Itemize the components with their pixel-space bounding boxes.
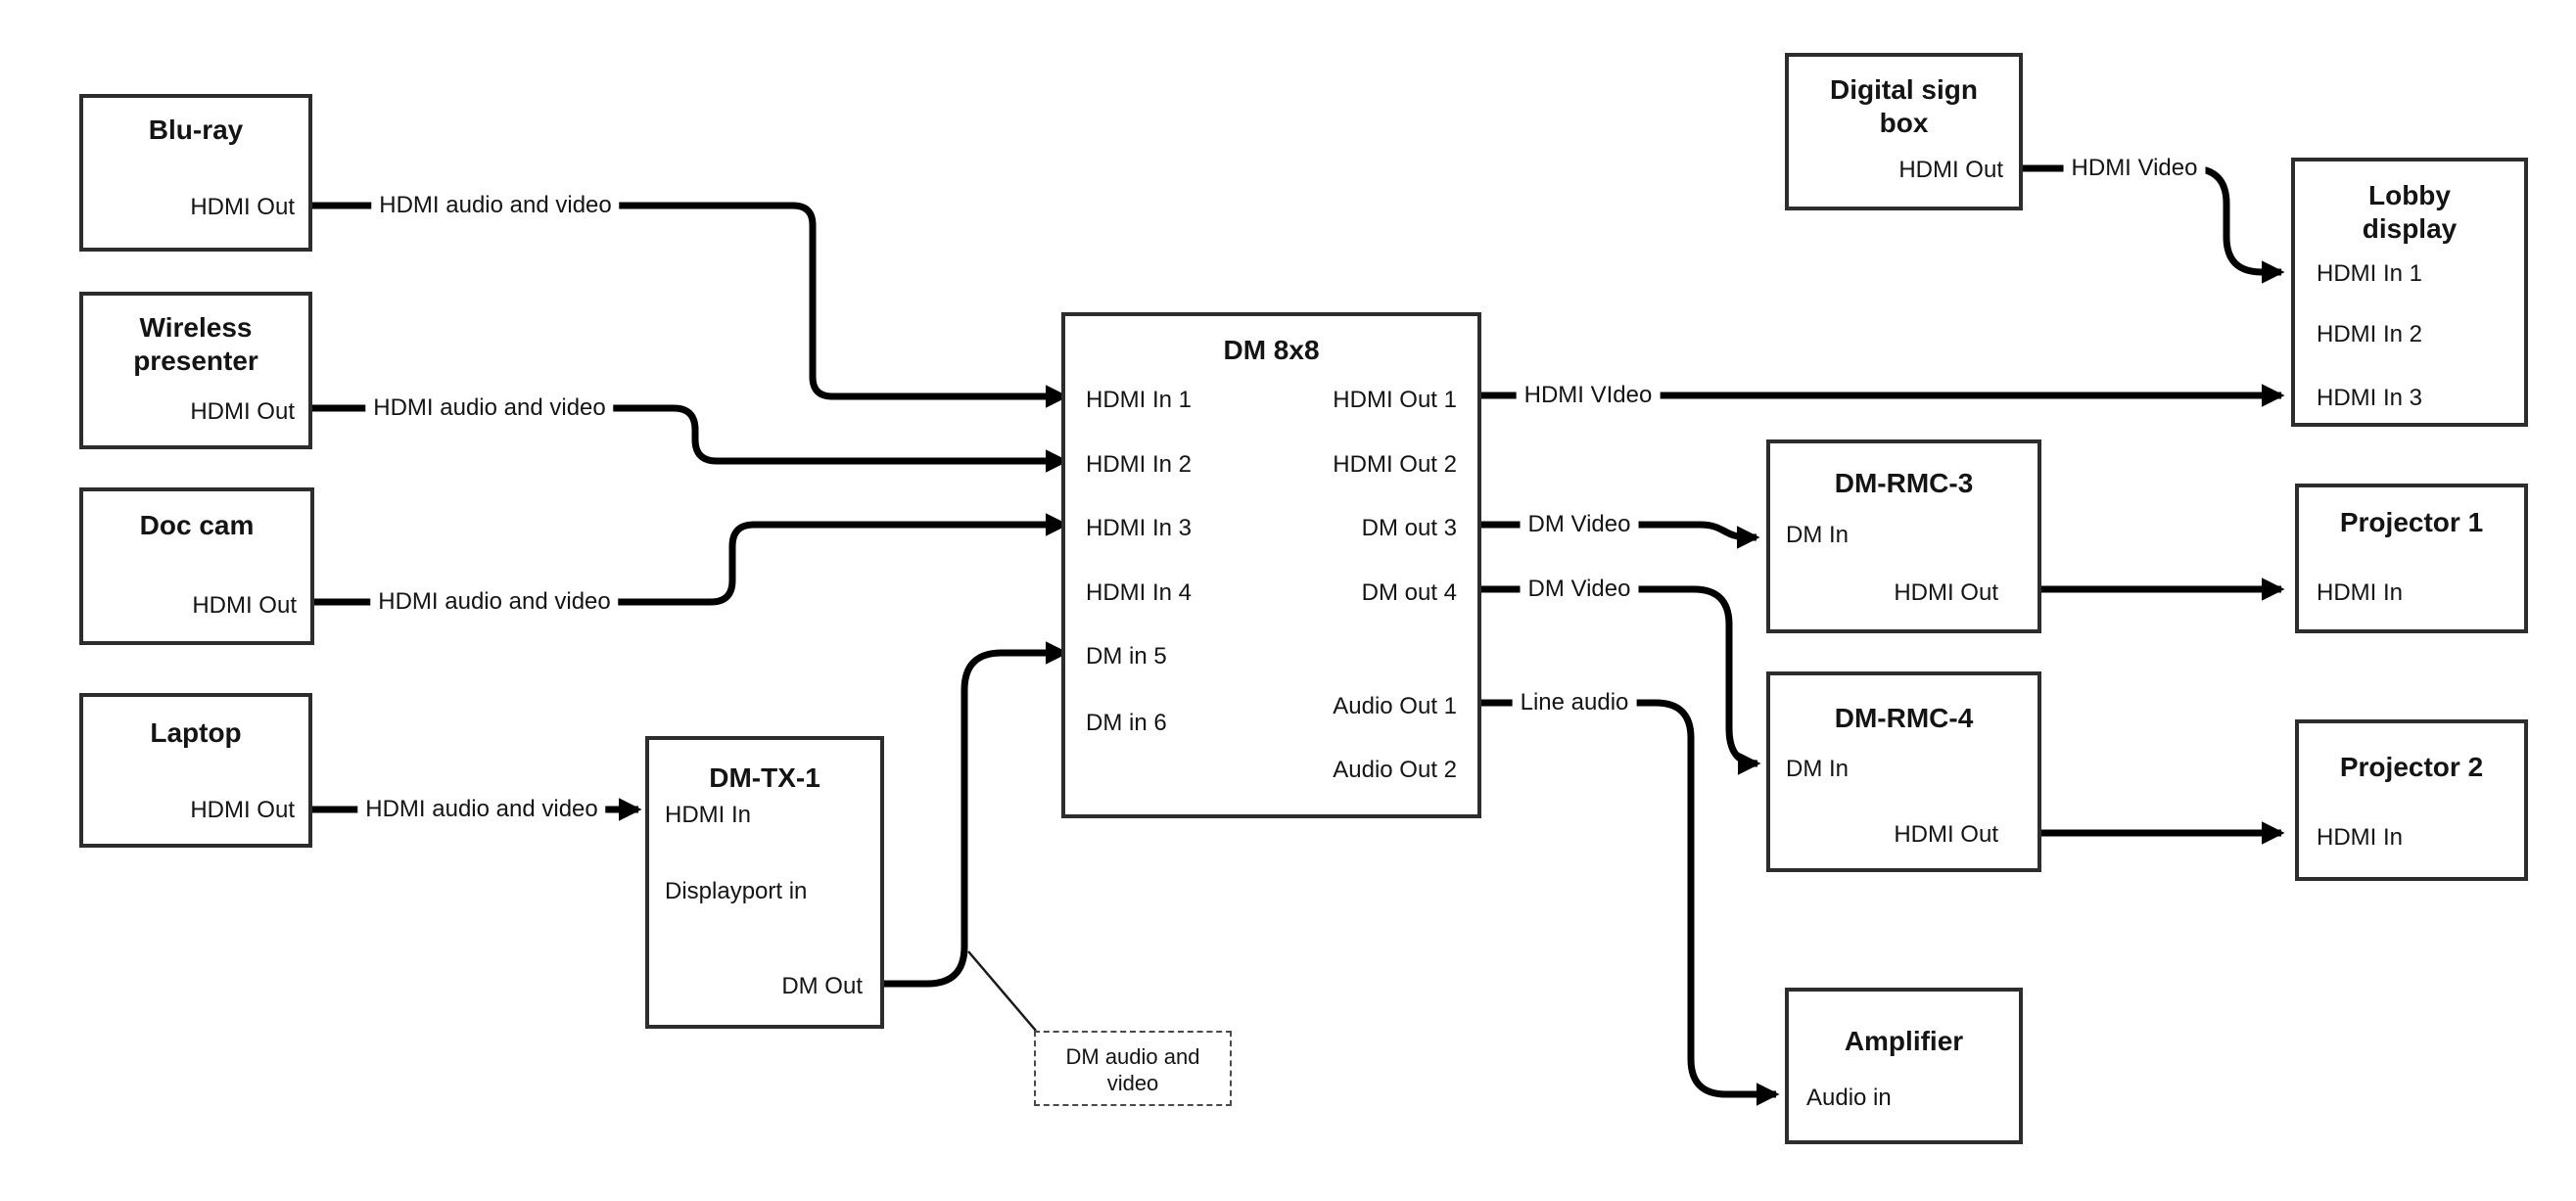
port-dm-out-3: DM out 3 [1361, 515, 1457, 541]
connector-dmtx1-to-dm8x8-in5 [884, 641, 1069, 988]
node-wireless-title-line2: presenter [133, 346, 258, 376]
node-wireless-presenter: Wireless presenter HDMI Out [79, 292, 312, 449]
connector-digitalsign-to-lobby-in1 [2023, 164, 2285, 284]
node-amplifier-title: Amplifier [1844, 1026, 1964, 1056]
node-proj1-title: Projector 1 [2339, 507, 2484, 537]
port-hdmi-out: HDMI Out [192, 592, 297, 619]
node-doccam-title: Doc cam [139, 510, 255, 540]
connector-label-dm-video-out3: DM Video [1520, 510, 1639, 539]
port-hdmi-in-4: HDMI In 4 [1086, 579, 1193, 606]
port-audio-in: Audio in [1806, 1085, 1892, 1111]
port-dm-out: DM Out [781, 973, 863, 999]
port-audio-out-1: Audio Out 1 [1333, 693, 1457, 719]
node-bluray: Blu-ray HDMI Out [79, 94, 312, 252]
node-lobby-title-line2: display [2362, 213, 2458, 244]
port-dm-in-5: DM in 5 [1086, 643, 1167, 670]
connector-label-dm-video-out4: DM Video [1520, 575, 1639, 604]
node-projector-1: Projector 1 HDMI In [2295, 484, 2528, 633]
port-hdmi-in-1: HDMI In 1 [1086, 387, 1193, 413]
port-hdmi-out: HDMI Out [1894, 579, 1998, 606]
connector-label-hdmi-av-bluray: HDMI audio and video [371, 191, 620, 220]
port-dm-in: DM In [1786, 522, 1850, 548]
connector-label-hdmi-video-out1: HDMI VIdeo [1516, 381, 1661, 410]
port-hdmi-in-1: HDMI In 1 [2317, 260, 2423, 287]
node-lobby-display: Lobby display HDMI In 1 HDMI In 2 HDMI I… [2291, 158, 2528, 427]
port-displayport-in: Displayport in [665, 878, 808, 904]
connector-label-line-audio: Line audio [1512, 688, 1637, 717]
node-digitalsign-title-line2: box [1879, 108, 1929, 138]
node-dm-tx-1: DM-TX-1 HDMI In Displayport in DM Out [645, 736, 884, 1029]
connector-label-hdmi-av-wireless: HDMI audio and video [365, 393, 614, 423]
node-dmrmc4-title: DM-RMC-4 [1834, 703, 1974, 733]
node-proj2-title: Projector 2 [2339, 752, 2484, 782]
port-hdmi-in-2: HDMI In 2 [2317, 321, 2423, 347]
connector-doccam-to-dm8x8-in3 [314, 513, 1069, 606]
connector-dm8x8-out3-to-dmrmc3 [1481, 521, 1760, 549]
node-doc-cam: Doc cam HDMI Out [79, 487, 314, 645]
port-hdmi-out-2: HDMI Out 2 [1333, 451, 1457, 478]
node-digitalsign-title-line1: Digital sign [1830, 74, 1978, 105]
node-dm-8x8: DM 8x8 HDMI In 1 HDMI In 2 HDMI In 3 HDM… [1061, 312, 1481, 818]
connector-label-hdmi-av-laptop: HDMI audio and video [357, 795, 606, 824]
note-line1: DM audio and [1065, 1044, 1200, 1069]
node-dmrmc3-title: DM-RMC-3 [1834, 468, 1974, 498]
port-hdmi-out: HDMI Out [190, 398, 295, 425]
node-laptop: Laptop HDMI Out [79, 693, 312, 848]
node-amplifier: Amplifier Audio in [1785, 988, 2023, 1144]
port-hdmi-out: HDMI Out [190, 194, 295, 220]
node-dmtx1-title: DM-TX-1 [709, 762, 820, 793]
connector-bluray-to-dm8x8-in1 [312, 202, 1069, 408]
node-projector-2: Projector 2 HDMI In [2295, 719, 2528, 881]
port-hdmi-in: HDMI In [2317, 824, 2404, 851]
port-hdmi-in: HDMI In [665, 802, 752, 828]
node-digital-sign-box: Digital sign box HDMI Out [1785, 53, 2023, 210]
port-hdmi-out-1: HDMI Out 1 [1333, 387, 1457, 413]
node-dm8x8-title: DM 8x8 [1223, 335, 1320, 365]
port-hdmi-in-3: HDMI In 3 [2317, 385, 2423, 411]
port-dm-out-4: DM out 4 [1361, 579, 1457, 606]
note-leader-line [967, 950, 1037, 1032]
port-audio-out-2: Audio Out 2 [1333, 757, 1457, 783]
port-hdmi-out: HDMI Out [1894, 821, 1998, 848]
connector-wireless-to-dm8x8-in2 [312, 404, 1069, 473]
port-hdmi-in-3: HDMI In 3 [1086, 515, 1193, 541]
connector-label-hdmi-av-doccam: HDMI audio and video [370, 587, 619, 617]
node-dm-rmc-4: DM-RMC-4 DM In HDMI Out [1766, 671, 2041, 872]
connector-label-hdmi-video-sign: HDMI Video [2063, 154, 2206, 183]
note-dm-audio-and-video: DM audio and video [1034, 1031, 1232, 1106]
port-dm-in: DM In [1786, 756, 1850, 782]
port-hdmi-out: HDMI Out [1898, 157, 2003, 183]
node-wireless-title-line1: Wireless [139, 312, 253, 343]
node-laptop-title: Laptop [150, 717, 242, 748]
port-hdmi-in-2: HDMI In 2 [1086, 451, 1193, 478]
port-hdmi-in: HDMI In [2317, 579, 2404, 606]
note-line2: video [1106, 1071, 1159, 1095]
connector-dm8x8-audio1-to-amplifier [1481, 699, 1780, 1106]
port-hdmi-out: HDMI Out [190, 797, 295, 823]
node-dm-rmc-3: DM-RMC-3 DM In HDMI Out [1766, 439, 2041, 633]
node-lobby-title-line1: Lobby [2368, 180, 2451, 210]
node-bluray-title: Blu-ray [148, 115, 244, 145]
connector-dm8x8-out4-to-dmrmc4 [1481, 585, 1761, 775]
port-dm-in-6: DM in 6 [1086, 710, 1167, 736]
